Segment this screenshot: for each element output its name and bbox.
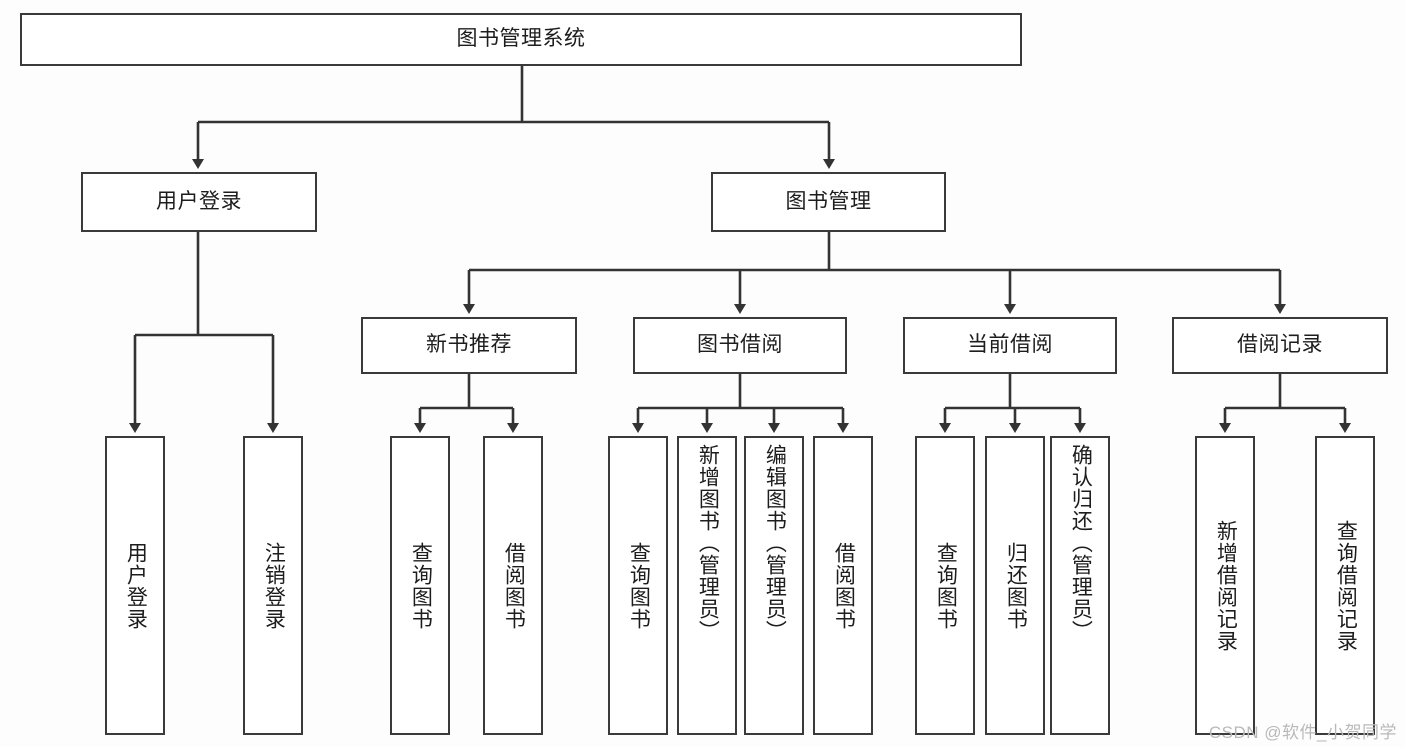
node-new-book-rec[interactable]: 新书推荐 [361,317,577,374]
node-leaf-query-record[interactable]: 查询借阅记录 [1315,436,1375,735]
node-book-manage-label: 图书管理 [785,189,872,213]
node-leaf-query-book-rec-label: 查询图书 [409,541,433,630]
node-leaf-borrow-book-b-label: 借阅图书 [832,541,856,630]
node-current-borrow[interactable]: 当前借阅 [903,317,1117,374]
node-leaf-logout-label: 注销登录 [262,541,286,630]
node-leaf-user-login-label: 用户登录 [124,541,148,630]
node-leaf-borrow-book-b[interactable]: 借阅图书 [813,436,873,735]
node-leaf-edit-book[interactable]: 编辑图书（管理员） [744,436,804,735]
node-leaf-logout[interactable]: 注销登录 [243,436,303,735]
node-user-login[interactable]: 用户登录 [81,172,317,232]
node-leaf-query-book-c-label: 查询图书 [934,541,958,630]
node-leaf-borrow-book-rec-label: 借阅图书 [502,541,526,630]
node-leaf-query-record-label: 查询借阅记录 [1334,519,1358,652]
node-leaf-add-book-label: 新增图书（管理员） [696,444,720,642]
node-leaf-query-book-b-label: 查询图书 [627,541,651,630]
node-leaf-user-login[interactable]: 用户登录 [105,436,165,735]
node-root[interactable]: 图书管理系统 [20,13,1022,66]
node-leaf-add-record[interactable]: 新增借阅记录 [1195,436,1255,735]
node-leaf-return-book-label: 归还图书 [1004,541,1028,630]
node-leaf-query-book-rec[interactable]: 查询图书 [390,436,450,735]
node-leaf-query-book-b[interactable]: 查询图书 [608,436,668,735]
node-leaf-query-book-c[interactable]: 查询图书 [915,436,975,735]
node-leaf-add-book[interactable]: 新增图书（管理员） [677,436,737,735]
node-leaf-return-book[interactable]: 归还图书 [985,436,1045,735]
node-book-borrow[interactable]: 图书借阅 [633,317,847,374]
node-book-manage[interactable]: 图书管理 [711,172,946,232]
node-leaf-edit-book-label: 编辑图书（管理员） [763,444,787,642]
node-leaf-add-record-label: 新增借阅记录 [1214,519,1238,652]
node-book-borrow-label: 图书借阅 [697,333,783,357]
node-user-login-label: 用户登录 [156,189,242,213]
csdn-watermark: CSDN @软件_小贺同学 [1208,723,1397,742]
node-leaf-borrow-book-rec[interactable]: 借阅图书 [483,436,543,735]
node-leaf-confirm-return-label: 确认归还（管理员） [1069,444,1093,642]
node-leaf-confirm-return[interactable]: 确认归还（管理员） [1050,436,1110,735]
node-current-borrow-label: 当前借阅 [967,333,1053,357]
node-root-label: 图书管理系统 [456,27,586,51]
node-borrow-record-label: 借阅记录 [1237,333,1323,357]
node-borrow-record[interactable]: 借阅记录 [1172,317,1388,374]
node-new-book-rec-label: 新书推荐 [426,333,512,357]
